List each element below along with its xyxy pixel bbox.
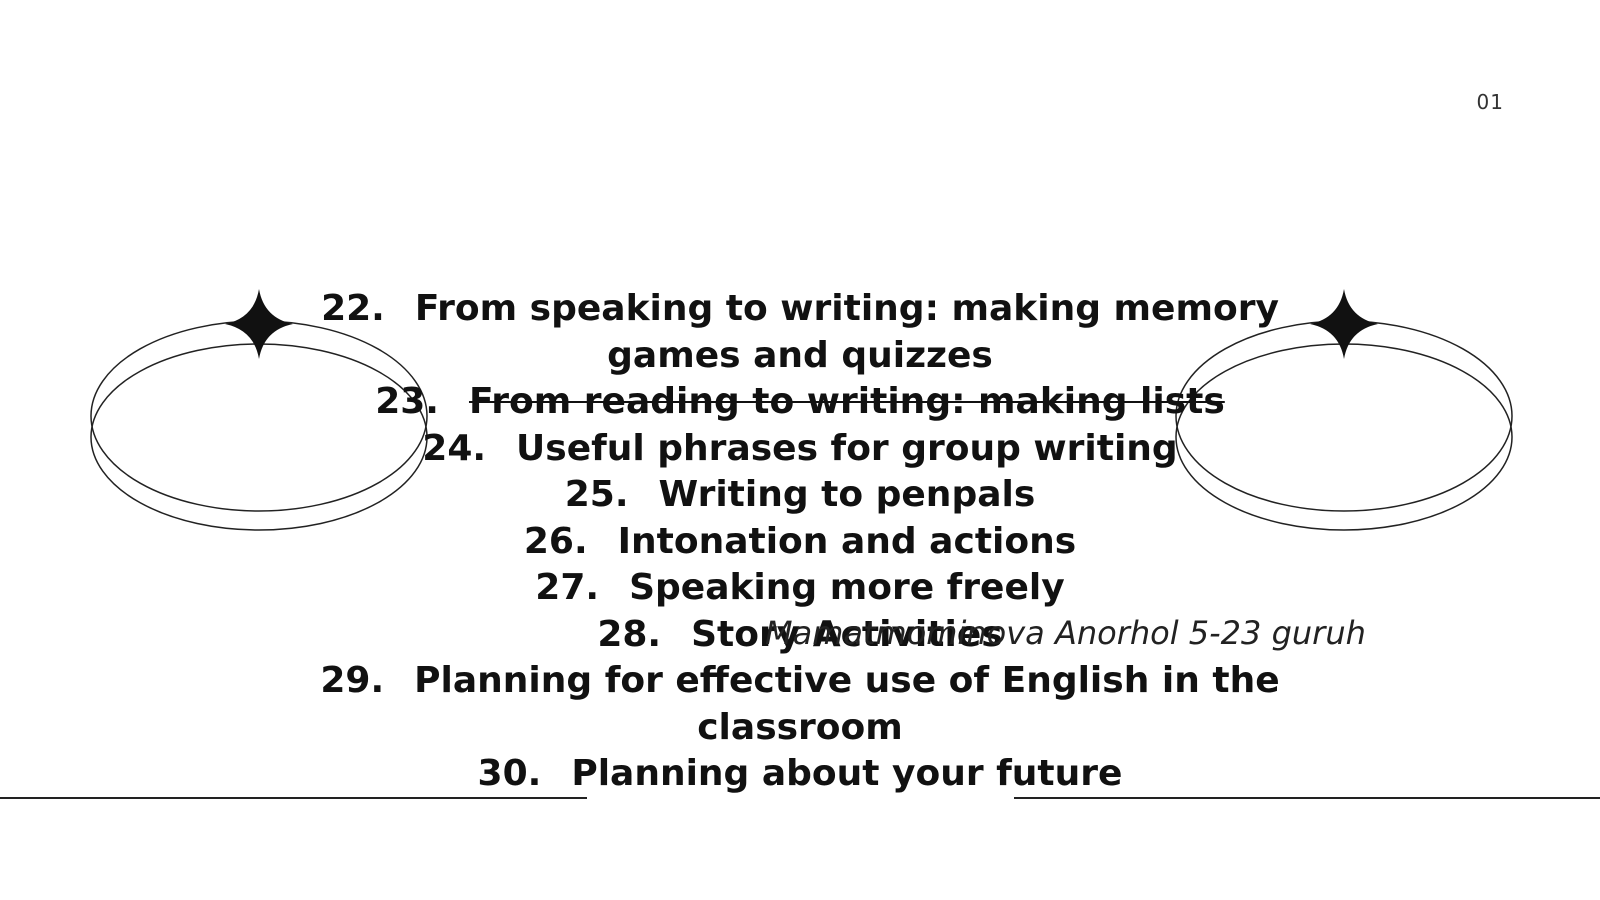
topic-number: 23. [375, 381, 439, 422]
topic-item: 29. Planning for effective use of English… [300, 658, 1300, 751]
topic-text: Planning for effective use of English in… [414, 660, 1280, 748]
topic-item: 22. From speaking to writing: making memo… [300, 286, 1300, 379]
topic-text: Planning about your future [571, 753, 1123, 794]
topic-text: Intonation and actions [617, 520, 1077, 562]
topic-number: 30. [477, 753, 542, 794]
topic-item: 26. Intonation and actions [300, 519, 1300, 566]
right-sparkle-icon [1310, 289, 1378, 359]
topic-item: 23. From reading to writing: making lists [300, 379, 1300, 426]
topic-item: 24. Useful phrases for group writing [300, 426, 1300, 473]
left-sparkle-icon [225, 289, 293, 359]
bottom-rule-left [0, 797, 587, 799]
author-caption: Mamatmominova Anorhol 5-23 guruh [765, 614, 1366, 652]
topic-number: 26. [523, 520, 588, 562]
topic-text: From reading to writing: making lists [468, 381, 1225, 422]
topic-text: From speaking to writing: making memory … [414, 288, 1279, 376]
topic-number: 27. [535, 567, 600, 608]
topic-item: 28. Story Activities [300, 612, 1300, 659]
topic-text: Useful phrases for group writing [516, 427, 1178, 469]
topic-text: Speaking more freely [629, 567, 1065, 608]
topic-number: 29. [320, 660, 385, 701]
topic-number: 25. [564, 474, 629, 515]
topic-text: Story Activities [691, 613, 1003, 655]
topic-number: 24. [422, 427, 487, 469]
topic-number: 28. [597, 613, 662, 655]
topic-text: Writing to penpals [658, 474, 1036, 515]
topic-list: 22. From speaking to writing: making memo… [300, 286, 1300, 798]
topic-item: 27. Speaking more freely [300, 565, 1300, 612]
topic-item: 25. Writing to penpals [300, 472, 1300, 519]
bottom-rule-right [1014, 797, 1600, 799]
topic-item: 30. Planning about your future [300, 751, 1300, 798]
page-number: 01 [1476, 90, 1504, 114]
topic-number: 22. [321, 288, 385, 329]
